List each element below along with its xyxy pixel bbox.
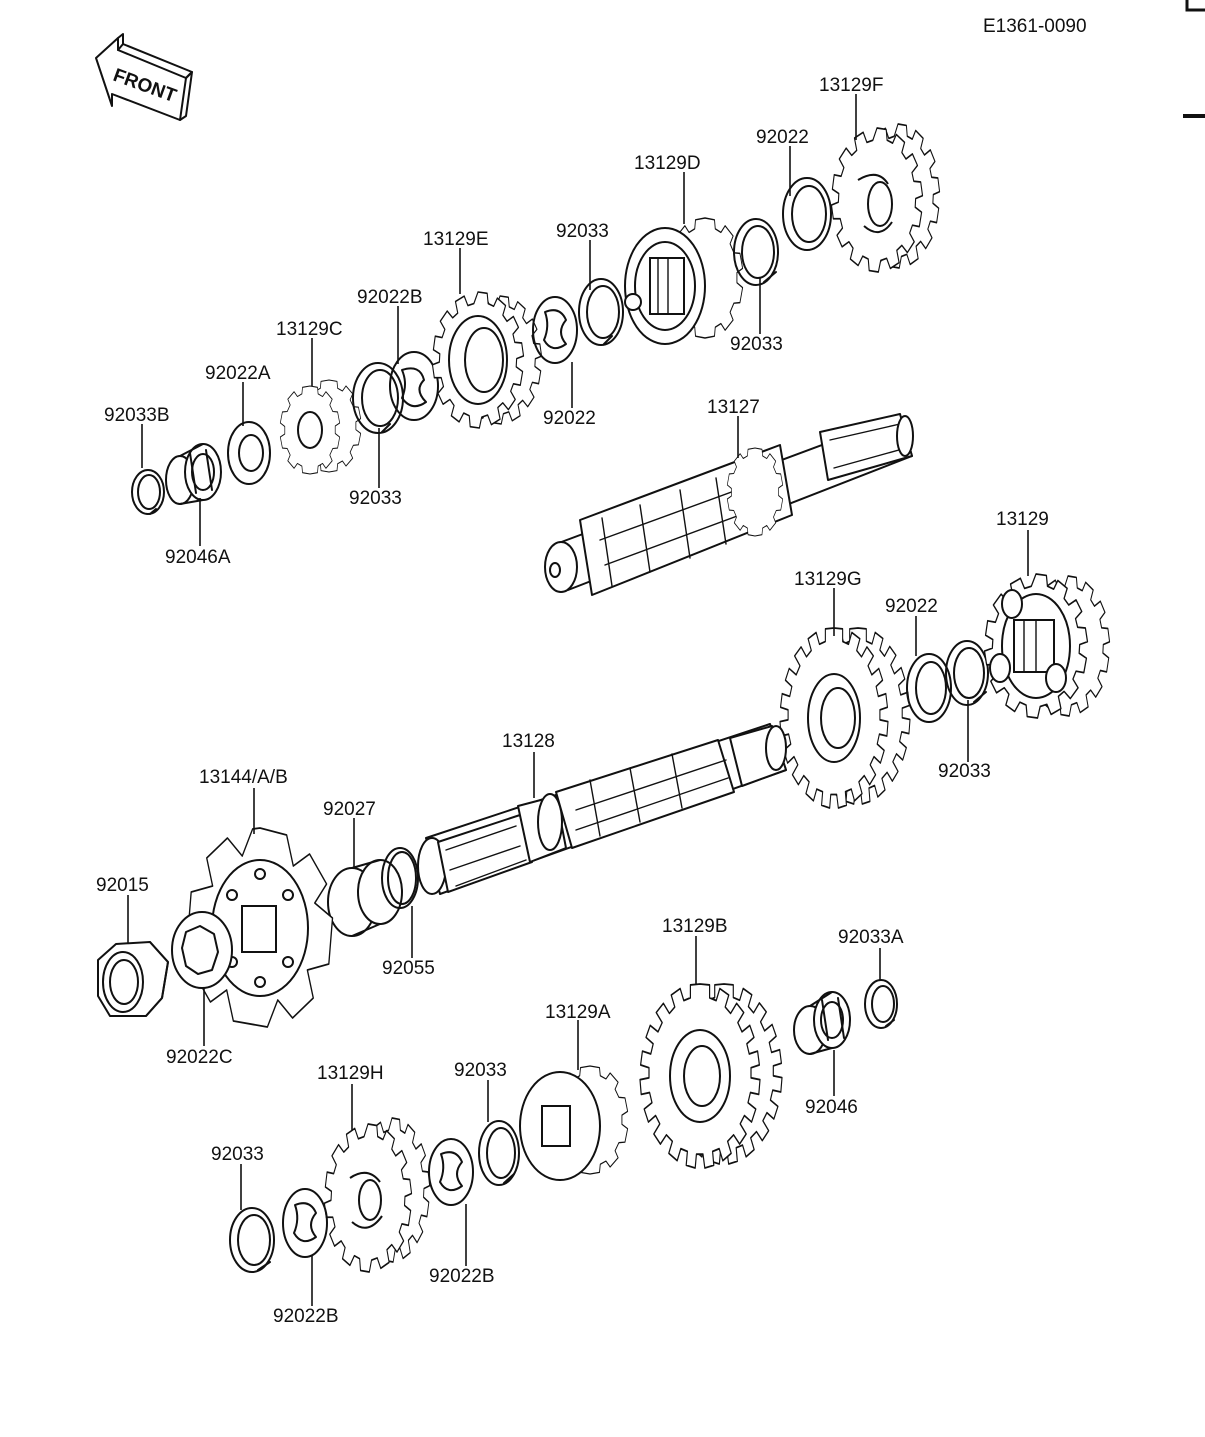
label-92033-top-left: 92033 xyxy=(556,221,609,242)
washer-92022-right xyxy=(906,653,952,723)
circlip-92033-bottom-a xyxy=(229,1207,275,1273)
label-92033-bottom-mid: 92033 xyxy=(454,1060,507,1081)
washer-92022B-bottom-a xyxy=(428,1138,474,1206)
label-13129F: 13129F xyxy=(819,75,883,96)
label-92033B: 92033B xyxy=(104,405,170,426)
front-arrow-icon xyxy=(95,33,193,121)
circlip-92033A xyxy=(864,979,898,1029)
page-corner-mark xyxy=(1185,0,1205,12)
needle-bearing-92046 xyxy=(793,991,851,1055)
gear-13129H xyxy=(323,1117,431,1273)
shaft-13128 xyxy=(417,723,787,895)
washer-92022-top xyxy=(782,177,832,251)
label-92015: 92015 xyxy=(96,875,149,896)
gear-13129F xyxy=(830,123,941,273)
label-92022B-bottom-left: 92022B xyxy=(273,1306,339,1327)
circlip-92033-bottom-b xyxy=(478,1120,520,1186)
sprocket-13144 xyxy=(186,827,334,1028)
label-92033-right: 92033 xyxy=(938,761,991,782)
circlip-92033-right xyxy=(945,640,989,706)
washer-92022B-upper xyxy=(389,351,439,421)
oring-92055 xyxy=(381,847,419,909)
label-92022C: 92022C xyxy=(166,1047,233,1068)
washer-92022A xyxy=(227,421,271,485)
leader-lines xyxy=(127,94,1029,1306)
label-92022-top: 92022 xyxy=(756,127,809,148)
nut-92015 xyxy=(97,941,169,1017)
circlip-92033B xyxy=(131,469,165,515)
label-92055: 92055 xyxy=(382,958,435,979)
label-92022B-upper: 92022B xyxy=(357,287,423,308)
label-92027: 92027 xyxy=(323,799,376,820)
label-13129B: 13129B xyxy=(662,916,728,937)
diagram-code: E1361-0090 xyxy=(983,16,1087,37)
label-13129: 13129 xyxy=(996,509,1049,530)
washer-92022-mid xyxy=(532,296,578,364)
lockwasher-92022C xyxy=(171,911,233,989)
label-13129A: 13129A xyxy=(545,1002,611,1023)
label-92033-top-right: 92033 xyxy=(730,334,783,355)
label-13129D: 13129D xyxy=(634,153,701,174)
gear-13129C xyxy=(279,379,362,475)
label-92022-right: 92022 xyxy=(885,596,938,617)
circlip-92033-c xyxy=(733,218,779,286)
collar-92027 xyxy=(327,859,403,937)
label-13129C: 13129C xyxy=(276,319,343,340)
needle-bearing-92046A xyxy=(165,443,222,505)
gear-13129B xyxy=(639,983,783,1169)
shaft-13127 xyxy=(544,414,914,596)
label-92022A: 92022A xyxy=(205,363,271,384)
label-13129G: 13129G xyxy=(794,569,862,590)
label-13144AB: 13144/A/B xyxy=(199,767,288,788)
gear-13129 xyxy=(983,573,1111,719)
label-92033A: 92033A xyxy=(838,927,904,948)
label-92033-bottom-left: 92033 xyxy=(211,1144,264,1165)
label-13127: 13127 xyxy=(707,397,760,418)
gear-13129D xyxy=(624,217,744,345)
label-92022B-bottom-mid: 92022B xyxy=(429,1266,495,1287)
label-92046: 92046 xyxy=(805,1097,858,1118)
circlip-92033-a xyxy=(352,362,404,434)
label-92033-upper-mid: 92033 xyxy=(349,488,402,509)
circlip-92033-b xyxy=(578,278,624,346)
label-92046A: 92046A xyxy=(165,547,231,568)
label-92022-mid: 92022 xyxy=(543,408,596,429)
washer-92022B-bottom-b xyxy=(282,1188,328,1258)
gear-13129G xyxy=(779,627,911,809)
gear-13129E xyxy=(431,291,543,429)
label-13129E: 13129E xyxy=(423,229,489,250)
label-13129H: 13129H xyxy=(317,1063,384,1084)
gear-13129A xyxy=(519,1065,629,1181)
label-13128: 13128 xyxy=(502,731,555,752)
